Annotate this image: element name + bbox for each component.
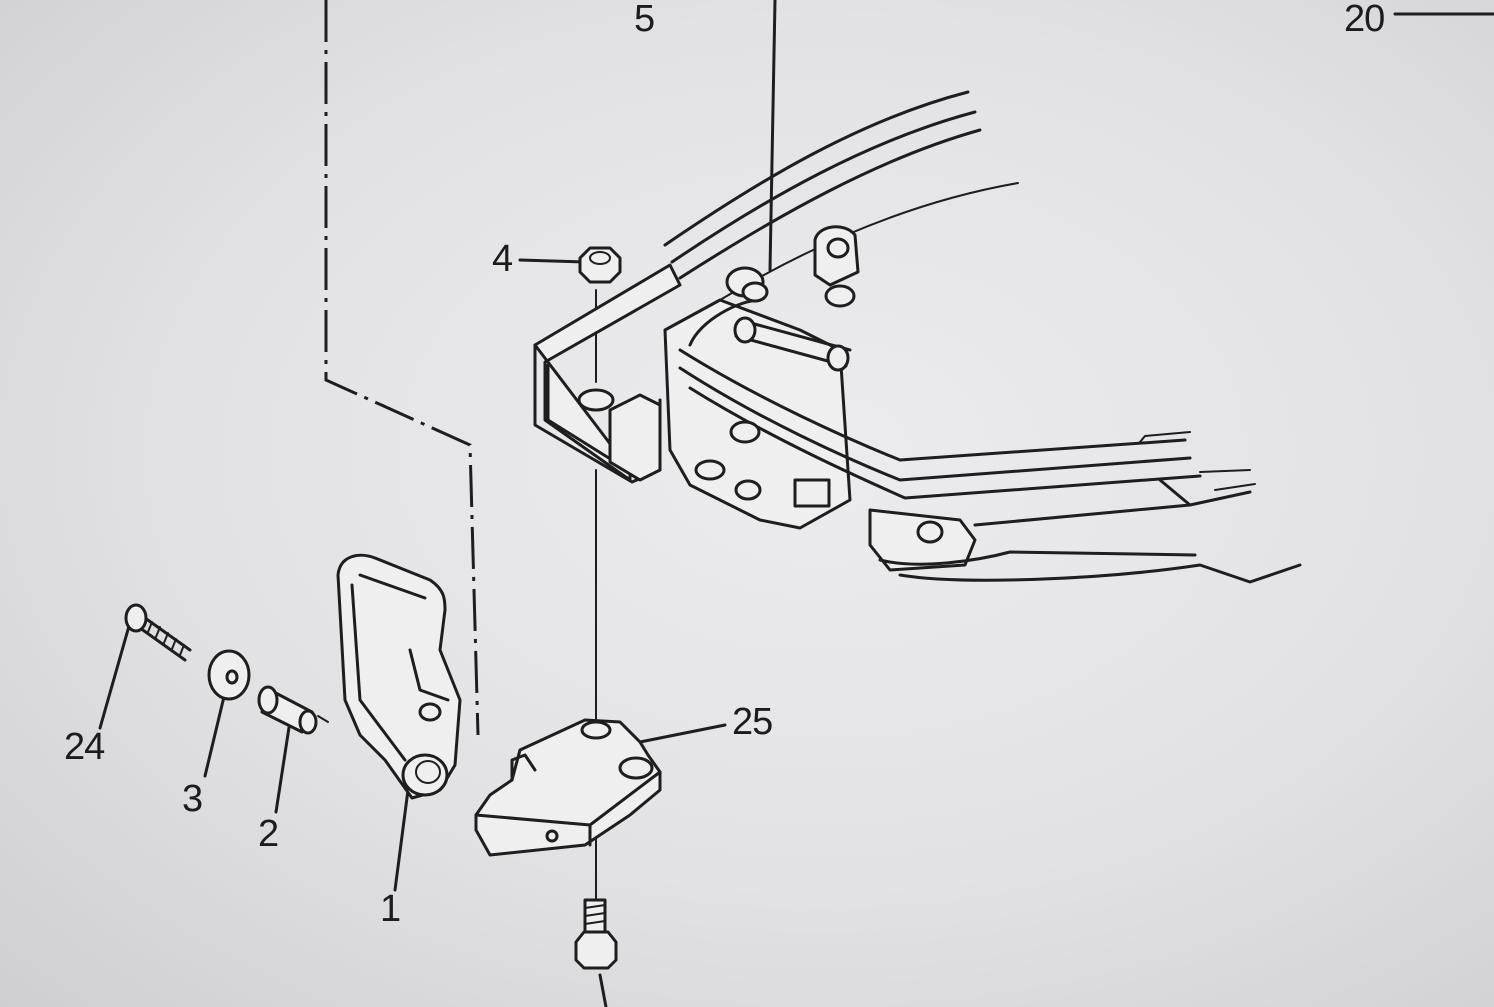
callout-25: 25 (732, 701, 773, 743)
callout-4: 4 (492, 238, 513, 280)
part-3-washer (207, 649, 251, 701)
leader-line-25 (638, 723, 727, 744)
callout-24: 24 (64, 726, 105, 768)
leader-line-5 (768, 0, 777, 272)
part-1-lever (336, 553, 462, 800)
leader-line-1 (393, 788, 410, 892)
callout-3: 3 (182, 778, 203, 820)
seat-frame-assembly (533, 90, 1302, 584)
callout-1: 1 (380, 888, 401, 930)
part-24-screw (124, 603, 192, 662)
part-4-nut (578, 246, 622, 284)
callout-5: 5 (634, 0, 655, 40)
part-25-bracket (474, 718, 662, 857)
leader-line-4 (518, 258, 587, 264)
dashed-reference-line-left (324, 0, 480, 736)
callout-2: 2 (258, 813, 279, 855)
part-2-bushing (257, 685, 329, 735)
callout-20: 20 (1344, 0, 1385, 40)
bottom-bolt (574, 898, 618, 1007)
leader-line-24 (98, 610, 135, 730)
